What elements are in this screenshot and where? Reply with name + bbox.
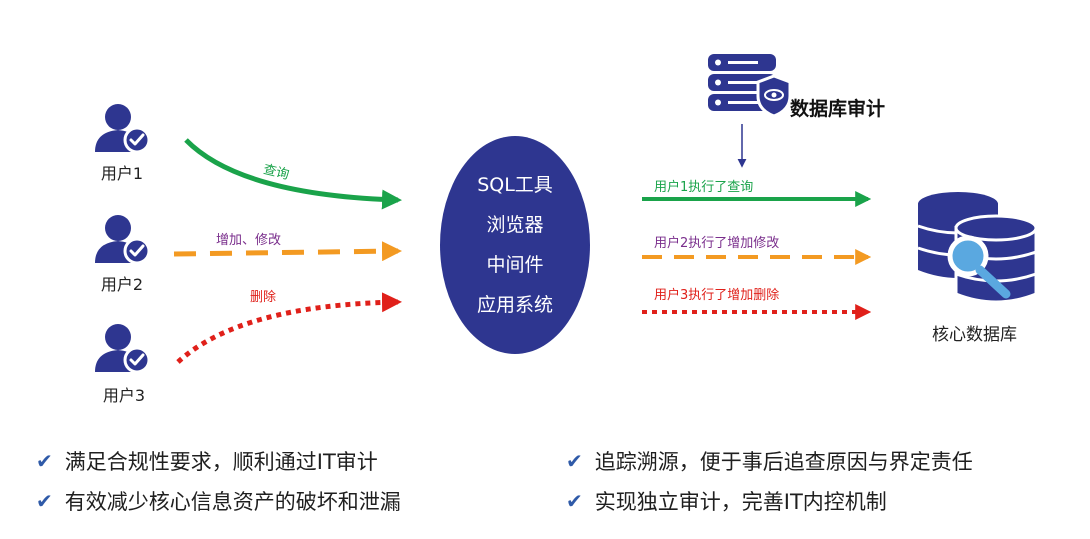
checkmark-icon: ✔ <box>36 489 53 513</box>
magnifier-icon <box>947 235 989 277</box>
user-icon-2 <box>95 215 151 265</box>
user-label-3: 用户3 <box>102 386 146 405</box>
user-label-2: 用户2 <box>100 275 144 294</box>
delete-arrow <box>176 292 402 364</box>
modify-arrow <box>173 241 402 262</box>
benefit-item: ✔ 实现独立审计，完善IT内控机制 <box>566 486 887 516</box>
checkmark-icon: ✔ <box>36 449 53 473</box>
flow-label-modify: 增加、修改 <box>216 233 282 248</box>
flow-label-delete: 删除 <box>250 290 277 305</box>
benefit-text: 追踪溯源，便于事后追查原因与界定责任 <box>594 450 973 474</box>
record-label-3: 用户3执行了增加删除 <box>654 288 780 303</box>
checkmark-icon: ✔ <box>566 489 583 513</box>
record-label-2: 用户2执行了增加修改 <box>654 236 780 251</box>
checkmark-icon: ✔ <box>566 449 583 473</box>
audit-server-icon <box>708 54 792 118</box>
system-line-app-system: 应用系统 <box>476 294 553 316</box>
benefit-item: ✔ 满足合规性要求，顺利通过IT审计 <box>36 446 378 476</box>
user-icon-3 <box>95 324 151 374</box>
record-label-1: 用户1执行了查询 <box>654 180 754 195</box>
audit-title: 数据库审计 <box>790 98 886 120</box>
benefit-item: ✔ 有效减少核心信息资产的破坏和泄漏 <box>36 486 401 516</box>
database-label: 核心数据库 <box>932 325 1017 345</box>
benefit-text: 满足合规性要求，顺利通过IT审计 <box>64 450 378 474</box>
benefit-item: ✔ 追踪溯源，便于事后追查原因与界定责任 <box>566 446 973 476</box>
benefit-text: 实现独立审计，完善IT内控机制 <box>594 490 887 514</box>
query-arrow <box>184 138 402 210</box>
user-label-1: 用户1 <box>100 164 144 183</box>
benefit-text: 有效减少核心信息资产的破坏和泄漏 <box>64 490 401 514</box>
system-line-middleware: 中间件 <box>486 254 544 276</box>
access-systems-node: SQL工具 浏览器 中间件 应用系统 <box>440 136 590 354</box>
system-line-sql-tool: SQL工具 <box>477 174 553 196</box>
system-line-browser: 浏览器 <box>486 214 544 236</box>
database-icon <box>917 192 1038 304</box>
user-icon-1 <box>95 104 151 154</box>
